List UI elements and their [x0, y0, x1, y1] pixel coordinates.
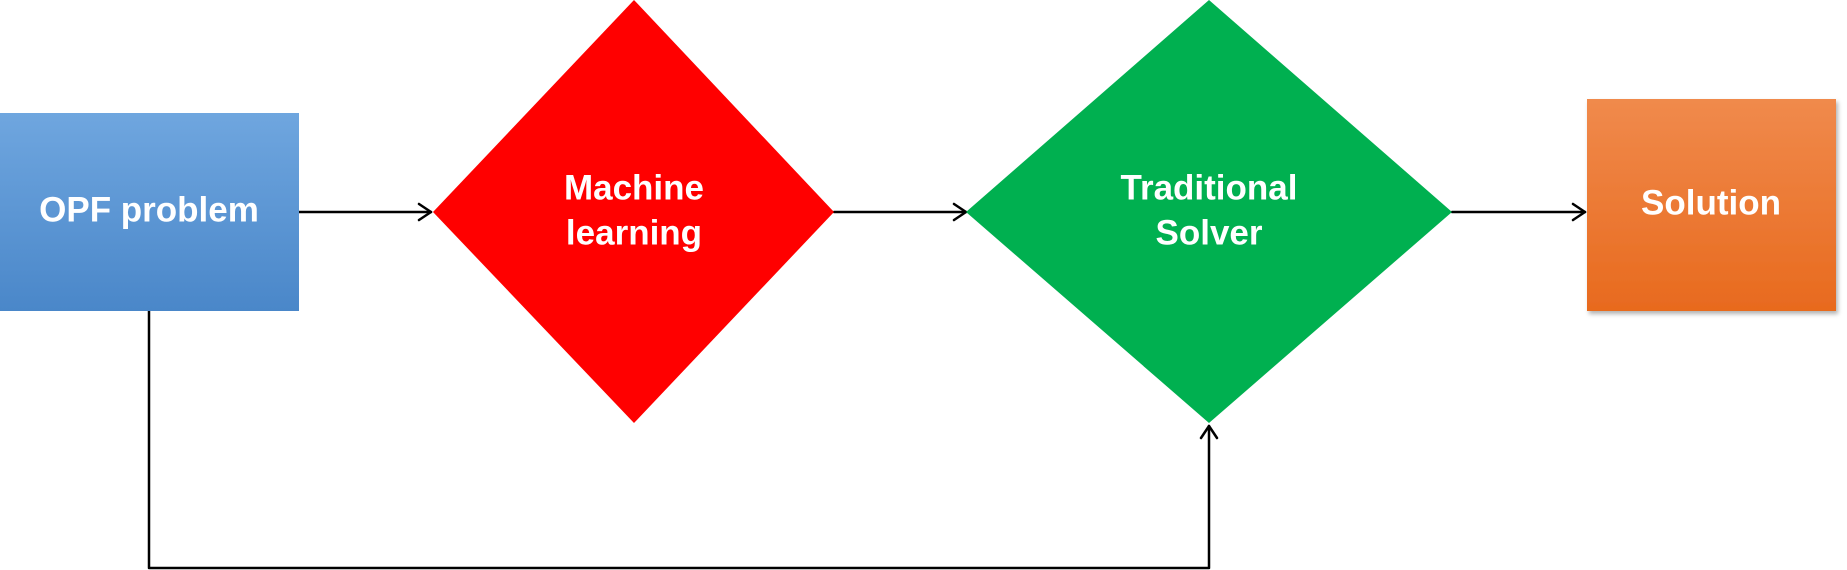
- arrowhead-icon: [417, 202, 433, 222]
- opf-problem-label: OPF problem: [39, 190, 259, 229]
- edge-opf-to-solver-bypass: [147, 309, 1219, 570]
- arrowhead-icon: [1571, 202, 1587, 222]
- machine-learning-diamond: [433, 0, 834, 423]
- node-opf-problem: OPF problem: [0, 113, 299, 311]
- edge-ml-to-solver: [832, 202, 968, 222]
- edge-opf-to-ml: [297, 202, 433, 222]
- node-traditional-solver: Traditional Solver: [966, 0, 1452, 423]
- traditional-solver-label-line1: Traditional: [1121, 168, 1298, 207]
- solution-box: [1587, 99, 1836, 311]
- traditional-solver-diamond: [966, 0, 1452, 423]
- edge-solver-to-solution: [1450, 202, 1587, 222]
- machine-learning-label-line1: Machine: [564, 168, 704, 207]
- machine-learning-label-line2: learning: [566, 213, 702, 252]
- arrowhead-icon: [1199, 424, 1219, 440]
- opf-problem-box: [0, 113, 299, 311]
- node-solution: Solution: [1587, 99, 1836, 311]
- node-machine-learning: Machine learning: [433, 0, 834, 423]
- edges: [147, 202, 1587, 570]
- traditional-solver-label-line2: Solver: [1156, 213, 1263, 252]
- solution-label: Solution: [1641, 183, 1781, 222]
